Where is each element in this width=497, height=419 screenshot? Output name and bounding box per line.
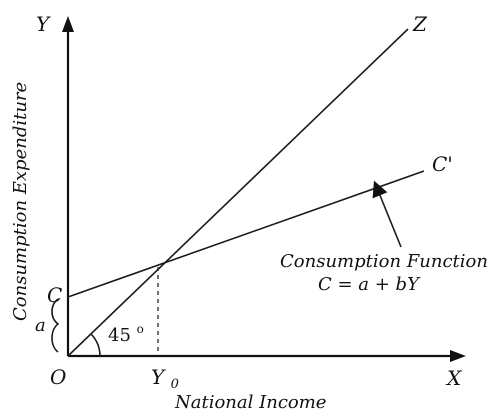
angle-degree-mark: o	[137, 322, 144, 336]
annotation-arrow	[372, 180, 402, 248]
x-axis-letter: X	[445, 366, 462, 390]
consumption-function-line	[67, 170, 425, 298]
c-prime-label: C'	[432, 152, 453, 176]
angle-label: 45 o	[108, 322, 144, 346]
x-axis-arrowhead	[450, 350, 466, 362]
x-axis-title: National Income	[174, 392, 326, 413]
annotation-title: Consumption Function	[280, 251, 488, 272]
forty-five-degree-line	[67, 28, 409, 357]
annotation-equation: C = a + bY	[318, 274, 421, 295]
y0-subscript: 0	[171, 377, 179, 392]
intercept-brace	[51, 298, 60, 353]
y-axis-title: Consumption Expenditure	[10, 82, 31, 321]
angle-arc	[90, 333, 101, 357]
z-label: Z	[412, 12, 428, 36]
y-axis-arrowhead	[62, 16, 74, 32]
a-label: a	[35, 315, 46, 336]
y-axis-letter: Y	[36, 12, 51, 36]
c-intercept-label: C	[47, 283, 62, 307]
y0-label: Y 0	[151, 365, 179, 392]
origin-label: O	[50, 365, 66, 389]
